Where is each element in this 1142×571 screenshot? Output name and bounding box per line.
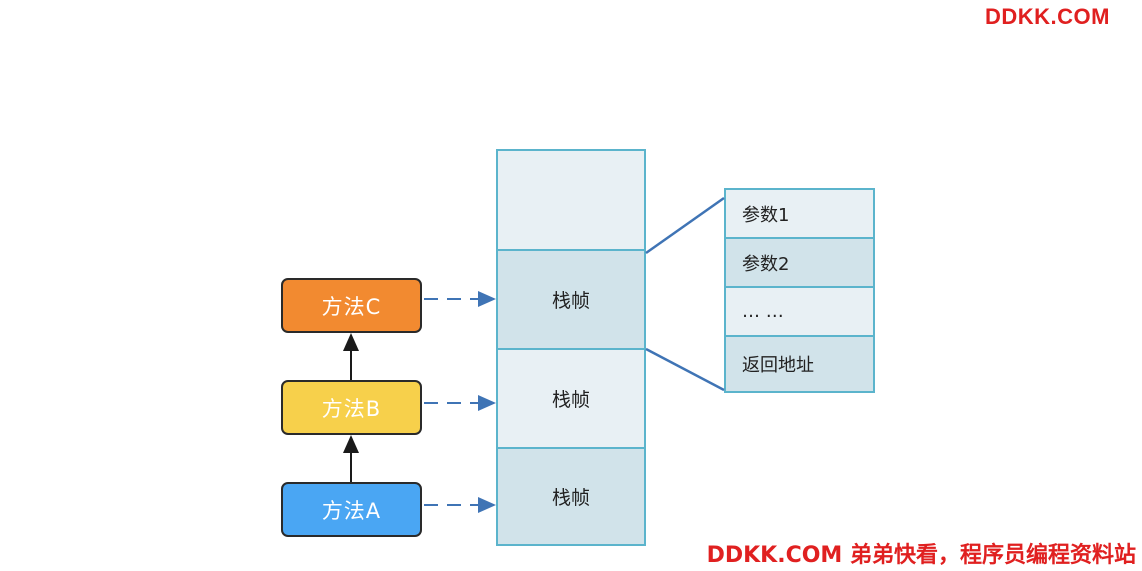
stack-column: 栈帧 栈帧 栈帧 (496, 149, 646, 546)
method-c-box: 方法C (281, 278, 422, 333)
detail-param-1: 参数1 (726, 190, 873, 239)
watermark-top: DDKK.COM (985, 4, 1110, 29)
watermark-bottom: DDKK.COM 弟弟快看，程序员编程资料站 (706, 543, 1136, 568)
stack-frame-a: 栈帧 (498, 449, 644, 544)
detail-param-2: 参数2 (726, 239, 873, 288)
stack-frame-b: 栈帧 (498, 350, 644, 449)
frame-detail-panel: 参数1 参数2 … … 返回地址 (724, 188, 875, 393)
detail-return-address: 返回地址 (726, 337, 873, 391)
method-a-box: 方法A (281, 482, 422, 537)
stack-frame-c: 栈帧 (498, 251, 644, 350)
method-b-box: 方法B (281, 380, 422, 435)
expand-line-top (645, 196, 725, 255)
stack-empty-cell (498, 151, 644, 251)
expand-line-bottom (645, 347, 725, 392)
detail-ellipsis: … … (726, 288, 873, 337)
